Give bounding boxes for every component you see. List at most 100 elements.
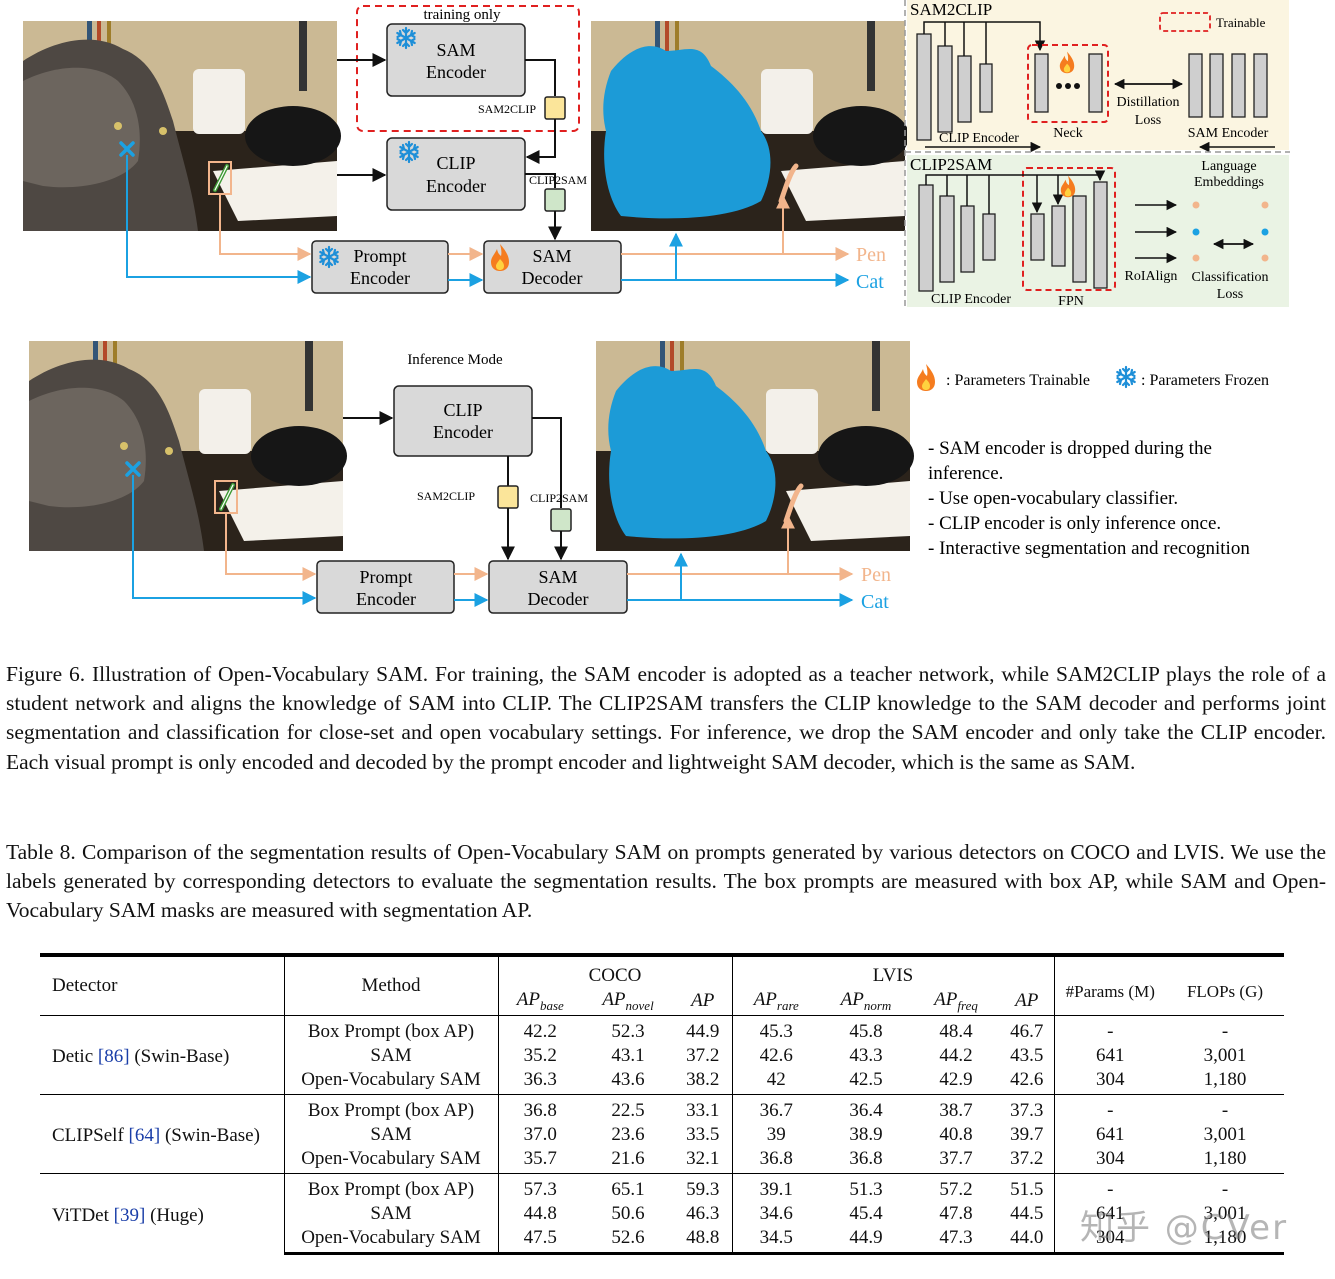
value-cell: 32.1 bbox=[686, 1148, 720, 1169]
method-cell: SAM bbox=[283, 1044, 498, 1068]
value-cell: - bbox=[1053, 1094, 1166, 1123]
value-cell: 48.4 bbox=[912, 1015, 1000, 1044]
value-cell: 37.2 bbox=[686, 1045, 720, 1066]
svg-text:Prompt: Prompt bbox=[359, 567, 412, 587]
value-cell: 52.3 bbox=[582, 1015, 674, 1044]
svg-text:Encoder: Encoder bbox=[350, 268, 410, 288]
value-cell: 36.4 bbox=[820, 1094, 912, 1123]
svg-text:CLIP Encoder: CLIP Encoder bbox=[939, 131, 1019, 146]
value-cell: 42 bbox=[731, 1068, 820, 1095]
method-cell: Open-Vocabulary SAM bbox=[283, 1147, 498, 1174]
svg-text:Decoder: Decoder bbox=[528, 589, 589, 609]
results-table: Detector Method COCO LVIS #Params (M) FL… bbox=[40, 953, 1284, 1255]
svg-text:Distillation: Distillation bbox=[1117, 95, 1180, 110]
training-input-photo bbox=[23, 21, 341, 232]
svg-text:- SAM encoder is dropped durin: - SAM encoder is dropped during the bbox=[928, 438, 1212, 459]
col-coco-ap: AP bbox=[691, 990, 715, 1011]
value-cell: 46.7 bbox=[1000, 1015, 1054, 1044]
clip2sam-adapter bbox=[544, 188, 566, 212]
svg-text:Decoder: Decoder bbox=[522, 268, 583, 288]
detector-name: Detic [86] (Swin-Base) bbox=[40, 1015, 284, 1095]
value-cell: 47.8 bbox=[939, 1203, 973, 1224]
value-cell: - bbox=[1166, 1094, 1284, 1123]
method-cell: SAM bbox=[283, 1202, 498, 1226]
svg-text:Prompt: Prompt bbox=[353, 246, 406, 266]
sam2clip-panel: SAM2CLIP Trainable CLIP Encoder Neck Dis… bbox=[907, 0, 1289, 153]
value-cell: 45.3 bbox=[731, 1015, 820, 1044]
svg-text:- Use open-vocabulary classifi: - Use open-vocabulary classifier. bbox=[928, 488, 1178, 509]
value-cell: 44.9 bbox=[820, 1226, 912, 1255]
col-ap-norm: APnorm bbox=[840, 988, 892, 1013]
value-cell: 3,001 bbox=[1203, 1203, 1247, 1224]
snowflake-icon bbox=[1116, 365, 1136, 389]
value-cell: 36.8 bbox=[497, 1094, 582, 1123]
value-cell: 40.8 bbox=[939, 1124, 973, 1145]
col-ap-rare: APrare bbox=[731, 987, 820, 1016]
value-cell: 38.9 bbox=[849, 1124, 883, 1145]
value-cell: 33.1 bbox=[674, 1094, 732, 1123]
legend: : Parameters Trainable : Parameters Froz… bbox=[917, 364, 1269, 391]
value-cell: 57.3 bbox=[497, 1173, 582, 1202]
value-cell: 43.1 bbox=[611, 1045, 645, 1066]
value-cell: 35.2 bbox=[497, 1044, 582, 1068]
table-row: ViTDet [39] (Huge)Box Prompt (box AP)57.… bbox=[40, 1173, 1284, 1254]
training-only-box bbox=[356, 5, 580, 132]
value-cell: 52.6 bbox=[582, 1226, 674, 1255]
svg-text:SAM: SAM bbox=[532, 246, 571, 266]
clip-encoder-block: CLIP Encoder bbox=[386, 137, 526, 211]
value-cell: 39 bbox=[731, 1123, 820, 1147]
svg-text:CLIP2SAM: CLIP2SAM bbox=[910, 155, 992, 174]
value-cell: 43.6 bbox=[611, 1069, 645, 1090]
svg-text:SAM Encoder: SAM Encoder bbox=[1188, 126, 1269, 141]
svg-text:Encoder: Encoder bbox=[426, 176, 486, 196]
svg-text:: Parameters Trainable: : Parameters Trainable bbox=[946, 372, 1090, 389]
method-cell: Box Prompt (box AP) bbox=[283, 1094, 498, 1123]
sam2clip-label: SAM2CLIP bbox=[478, 102, 536, 116]
col-detector-header: Detector bbox=[40, 953, 284, 1016]
value-cell: 65.1 bbox=[582, 1173, 674, 1202]
svg-text:- Interactive segmentation and: - Interactive segmentation and recogniti… bbox=[928, 538, 1250, 559]
value-cell: 47.3 bbox=[912, 1226, 1000, 1255]
value-cell: 44.0 bbox=[1000, 1226, 1054, 1255]
svg-text:SAM: SAM bbox=[436, 40, 475, 60]
value-cell: 304 bbox=[1053, 1226, 1166, 1255]
inference-mode-label: Inference Mode bbox=[407, 352, 503, 368]
value-cell: 42.6 bbox=[731, 1044, 820, 1068]
output-label-cat: Cat bbox=[861, 591, 889, 613]
prompt-encoder-block: Prompt Encoder bbox=[311, 240, 449, 294]
value-cell: 34.6 bbox=[731, 1202, 820, 1226]
clip2sam-label: CLIP2SAM bbox=[529, 173, 587, 187]
point-prompt-marker bbox=[119, 141, 135, 157]
svg-text:: Parameters Frozen: : Parameters Frozen bbox=[1141, 372, 1269, 389]
svg-text:Loss: Loss bbox=[1217, 287, 1243, 302]
svg-text:FPN: FPN bbox=[1058, 294, 1084, 309]
svg-text:CLIP Encoder: CLIP Encoder bbox=[931, 292, 1011, 307]
value-cell: 34.5 bbox=[731, 1226, 820, 1255]
svg-text:Language: Language bbox=[1201, 159, 1256, 174]
value-cell: 3,001 bbox=[1203, 1124, 1247, 1145]
value-cell: 641 bbox=[1053, 1202, 1166, 1226]
value-cell: 48.8 bbox=[674, 1226, 732, 1255]
inference-input-photo bbox=[29, 341, 347, 551]
col-ap-novel: APnovel bbox=[602, 988, 654, 1013]
table-row: CLIPSelf [64] (Swin-Base)Box Prompt (box… bbox=[40, 1094, 1284, 1174]
output-label-pen: Pen bbox=[856, 244, 886, 266]
svg-text:Loss: Loss bbox=[1135, 113, 1161, 128]
inference-prompt-encoder-block: Prompt Encoder bbox=[316, 560, 455, 614]
svg-text:- CLIP encoder is only inferen: - CLIP encoder is only inference once. bbox=[928, 513, 1221, 534]
method-cell: Open-Vocabulary SAM bbox=[283, 1226, 498, 1255]
value-cell: 45.4 bbox=[849, 1203, 883, 1224]
value-cell: 44.5 bbox=[1010, 1203, 1044, 1224]
col-ap-base: APbase bbox=[497, 987, 582, 1016]
value-cell: 42.9 bbox=[939, 1069, 973, 1090]
svg-text:CLIP: CLIP bbox=[443, 400, 482, 420]
watermark: 知乎 @CVer bbox=[1080, 1208, 1289, 1248]
value-cell: 22.5 bbox=[582, 1094, 674, 1123]
svg-text:Encoder: Encoder bbox=[426, 62, 486, 82]
svg-text:CLIP: CLIP bbox=[436, 153, 475, 173]
